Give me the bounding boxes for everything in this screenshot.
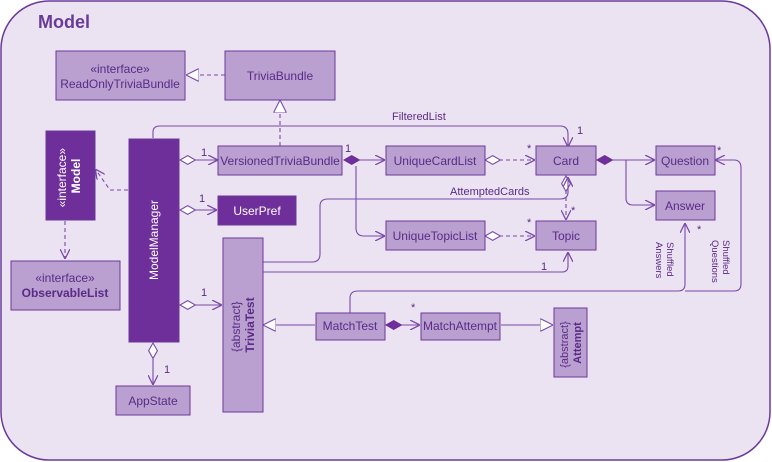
name-triviabundle: TriviaBundle bbox=[247, 69, 314, 83]
class-model-interface[interactable]: «interface» Model bbox=[45, 130, 96, 221]
class-topic[interactable]: Topic bbox=[535, 220, 597, 251]
mult-filteredlist-card: 1 bbox=[577, 125, 583, 137]
name-matchtest: MatchTest bbox=[323, 319, 378, 333]
class-modelmanager[interactable]: ModelManager bbox=[128, 138, 180, 343]
name-uniquecardlist: UniqueCardList bbox=[394, 154, 477, 168]
edge-versioned-uniquetopiclist bbox=[355, 166, 384, 236]
class-readonlytriviabundle[interactable]: «interface» ReadOnlyTriviaBundle bbox=[55, 50, 186, 101]
class-uniquetopiclist[interactable]: UniqueTopicList bbox=[385, 220, 486, 251]
stereotype-observable: «interface» bbox=[35, 271, 95, 285]
class-attempt[interactable]: {abstract} Attempt bbox=[553, 307, 588, 378]
class-matchtest[interactable]: MatchTest bbox=[315, 312, 386, 341]
name-uniquetopiclist: UniqueTopicList bbox=[393, 229, 478, 243]
edge-shuffled-answers bbox=[349, 224, 685, 313]
package-title: Model bbox=[38, 12, 90, 32]
triviatest-text: {abstract} TriviaTest bbox=[229, 297, 257, 352]
edge-attemptedcards bbox=[263, 178, 568, 263]
mult-card-topic-many: * bbox=[571, 205, 576, 217]
name-answer: Answer bbox=[665, 199, 705, 213]
edge-card-answer bbox=[625, 160, 654, 205]
class-userpref[interactable]: UserPref bbox=[217, 195, 297, 226]
class-answer[interactable]: Answer bbox=[655, 190, 716, 221]
edge-filteredlist bbox=[152, 125, 568, 146]
mult-triviatest: 1 bbox=[201, 287, 207, 299]
edge-triviatest-topic bbox=[263, 253, 568, 273]
class-card[interactable]: Card bbox=[535, 145, 597, 176]
name-question: Question bbox=[661, 154, 709, 168]
name-versioned: VersionedTriviaBundle bbox=[220, 154, 340, 168]
mult-question-many: * bbox=[717, 145, 722, 157]
name-topic: Topic bbox=[552, 229, 580, 243]
class-appstate[interactable]: AppState bbox=[115, 385, 191, 416]
mult-topic-many: * bbox=[527, 217, 532, 229]
edge-shuffled-questions bbox=[685, 160, 742, 292]
class-uniquecardlist[interactable]: UniqueCardList bbox=[385, 145, 486, 176]
name-matchattempt: MatchAttempt bbox=[423, 319, 498, 333]
class-observablelist[interactable]: «interface» ObservableList bbox=[10, 260, 121, 311]
label-shuffled-questions: Shuffled Questions bbox=[709, 240, 731, 283]
mult-versioned: 1 bbox=[201, 147, 207, 159]
stereotype-readonly: «interface» bbox=[90, 62, 150, 76]
label-shuffled-answers: Shuffled Answers bbox=[653, 242, 675, 279]
class-matchattempt[interactable]: MatchAttempt bbox=[420, 312, 501, 341]
name-readonly: ReadOnlyTriviaBundle bbox=[60, 77, 180, 91]
label-filteredlist: FilteredList bbox=[392, 111, 446, 123]
mult-card-many: * bbox=[527, 143, 532, 155]
class-versionedtriviabundle[interactable]: VersionedTriviaBundle bbox=[217, 145, 343, 176]
class-triviatest[interactable]: {abstract} TriviaTest bbox=[222, 237, 264, 413]
name-modelmanager: ModelManager bbox=[147, 200, 161, 280]
class-question[interactable]: Question bbox=[655, 145, 716, 176]
class-triviabundle[interactable]: TriviaBundle bbox=[224, 50, 336, 101]
model-interface-text: «interface» Model bbox=[55, 145, 83, 208]
mult-appstate: 1 bbox=[164, 364, 170, 376]
mult-triviatest-topic: 1 bbox=[541, 261, 547, 273]
label-attemptedcards: AttemptedCards bbox=[450, 186, 530, 198]
attempt-text: {abstract} Attempt bbox=[559, 318, 584, 368]
name-observable: ObservableList bbox=[22, 286, 109, 300]
edge-modelmanager-model bbox=[96, 170, 128, 191]
mult-userpref: 1 bbox=[199, 193, 205, 205]
mult-uniquecardlist: 1 bbox=[345, 143, 351, 155]
mult-matchattempt-many: * bbox=[411, 302, 416, 314]
name-card: Card bbox=[553, 154, 579, 168]
name-appstate: AppState bbox=[128, 394, 178, 408]
mult-answer-many: * bbox=[697, 224, 702, 236]
name-userpref: UserPref bbox=[233, 204, 281, 218]
